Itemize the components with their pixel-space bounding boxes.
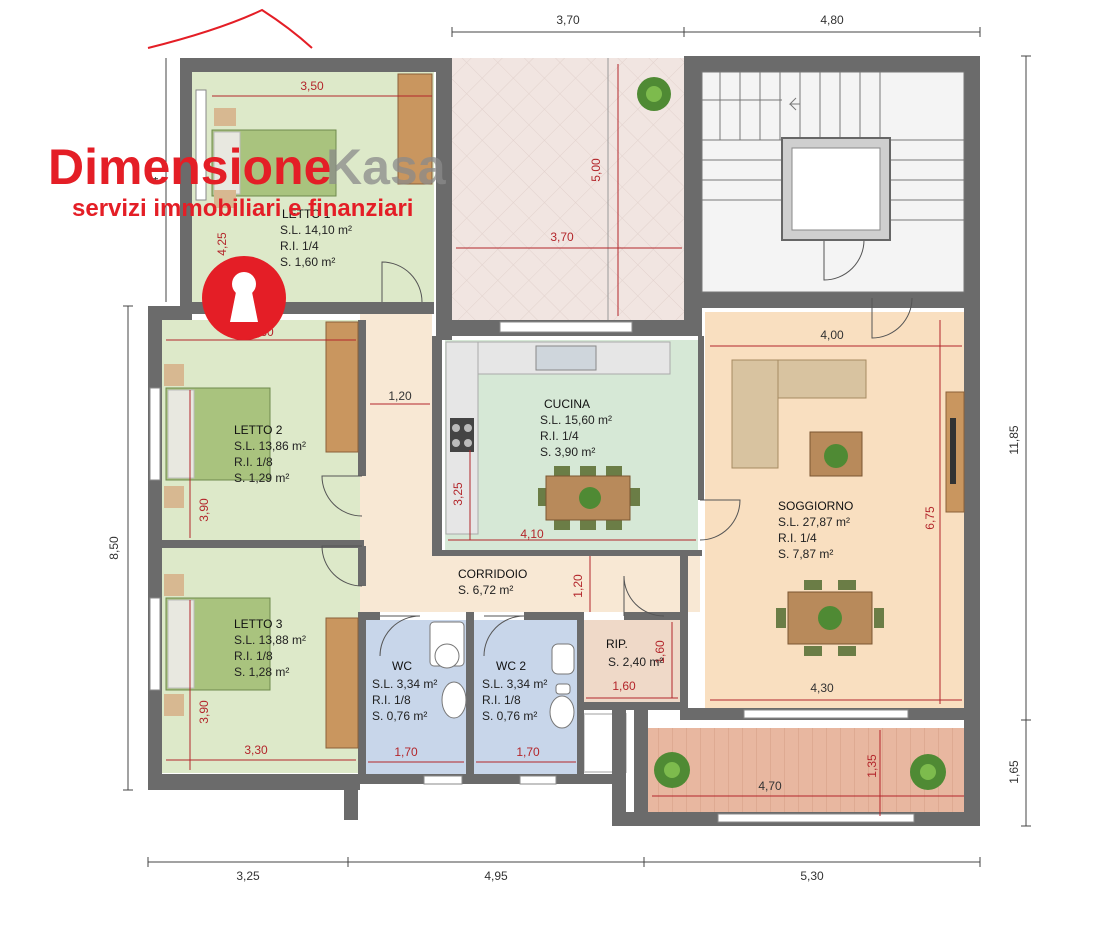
logo-roof-arc [147,8,313,49]
logo-brand-part2: Kasa [326,139,447,195]
cucina-width: 4,10 [520,527,544,541]
letto2-height: 3,90 [197,498,211,522]
windows [149,89,915,823]
cucina-label: CUCINA S.L. 15,60 m² R.I. 1/4 S. 3,90 m² [540,397,612,459]
elevator-icon [781,137,891,241]
cucina-height: 3,25 [451,482,465,506]
letto2-name: LETTO 2 [234,423,283,437]
letto1-label: LETTO 1 S.L. 14,10 m² R.I. 1/4 S. 1,60 m… [280,207,352,269]
dim-right: 11,85 [1007,425,1021,454]
logo-brand-part1: Dimensione [48,139,331,195]
cucina-s: S. 3,90 m² [540,445,595,459]
wc1-width: 1,70 [394,745,418,759]
letto2-ri: R.I. 1/8 [234,455,273,469]
letto3-s: S. 1,28 m² [234,665,289,679]
wc2-ri: R.I. 1/8 [482,693,521,707]
outer-dim-lines [123,27,1031,867]
letto1-height: 4,25 [215,232,229,256]
logo-tagline: servizi immobiliari e finanziari [72,195,413,222]
letto2-label: LETTO 2 S.L. 13,86 m² R.I. 1/8 S. 1,29 m… [234,423,306,485]
balcony-height: 1,35 [865,754,879,778]
balcony-width: 4,70 [758,779,782,793]
rip-floor [584,620,680,702]
letto3-width: 3,30 [244,743,268,757]
internal-dim-lines [166,64,964,816]
corridoio-label: CORRIDOIO S. 6,72 m² [458,567,527,597]
wc1-label: WC S.L. 3,34 m² R.I. 1/8 S. 0,76 m² [372,659,437,723]
bathroom-fixtures [429,621,575,729]
dim-left-upper: 4 [147,176,161,183]
corridoio-s: S. 6,72 m² [458,583,513,597]
soggiorno-width-bottom: 4,30 [810,681,834,695]
corridoio-name: CORRIDOIO [458,567,527,581]
soggiorno-height: 6,75 [923,506,937,530]
letto1-width: 3,50 [300,79,324,93]
brand-logo: Dimensione Kasa servizi immobiliari e fi… [48,8,447,340]
rip-height: 1,60 [653,640,667,664]
keyhole-icon [202,256,286,340]
plant-icon [579,77,946,790]
letto1-furniture [211,73,433,208]
corridoio-width: 1,20 [388,389,412,403]
dim-top-left: 3,70 [556,13,580,27]
doors [321,239,913,657]
letto2-furniture [164,321,359,508]
rip-s: S. 2,40 m² [608,655,663,669]
letto3-height: 3,90 [197,700,211,724]
dim-bottom-mid: 4,95 [484,869,508,883]
dim-bottom-left: 3,25 [236,869,260,883]
letto2-sl: S.L. 13,86 m² [234,439,306,453]
cucina-ri: R.I. 1/4 [540,429,579,443]
wc2-name: WC 2 [496,659,526,673]
staircase-icon [701,71,965,293]
letto3-name: LETTO 3 [234,617,283,631]
letto2-s: S. 1,29 m² [234,471,289,485]
cucina-sl: S.L. 15,60 m² [540,413,612,427]
letto1-s: S. 1,60 m² [280,255,335,269]
rip-label: RIP. S. 2,40 m² [606,637,663,669]
letto3-label: LETTO 3 S.L. 13,88 m² R.I. 1/8 S. 1,28 m… [234,617,306,679]
letto3-sl: S.L. 13,88 m² [234,633,306,647]
soggiorno-ri: R.I. 1/4 [778,531,817,545]
soggiorno-sl: S.L. 27,87 m² [778,515,850,529]
soggiorno-width-top: 4,00 [820,328,844,342]
dim-right-bottom: 1,65 [1007,760,1021,784]
wc1-name: WC [392,659,412,673]
wc2-sl: S.L. 3,34 m² [482,677,547,691]
letto1-sl: S.L. 14,10 m² [280,223,352,237]
dim-top-right: 4,80 [820,13,844,27]
wc2-s: S. 0,76 m² [482,709,537,723]
cucina-name: CUCINA [544,397,590,411]
cucina-furniture [445,341,671,535]
rip-width: 1,60 [612,679,636,693]
wc1-s: S. 0,76 m² [372,709,427,723]
letto3-ri: R.I. 1/8 [234,649,273,663]
wc2-width: 1,70 [516,745,540,759]
soggiorno-label: SOGGIORNO S.L. 27,87 m² R.I. 1/4 S. 7,87… [778,499,853,561]
letto1-name: LETTO 1 [282,207,331,221]
corridoio-floor [360,310,700,612]
wc1-sl: S.L. 3,34 m² [372,677,437,691]
soggiorno-name: SOGGIORNO [778,499,853,513]
soggiorno-s: S. 7,87 m² [778,547,833,561]
dim-left: 8,50 [107,536,121,560]
dim-bottom-right: 5,30 [800,869,824,883]
letto1-ri: R.I. 1/4 [280,239,319,253]
terrace-height: 5,00 [589,158,603,182]
rip-name: RIP. [606,637,628,651]
wc1-ri: R.I. 1/8 [372,693,411,707]
corridoio-height: 1,20 [571,574,585,598]
wc2-label: WC 2 S.L. 3,34 m² R.I. 1/8 S. 0,76 m² [482,659,547,723]
terrace-width: 3,70 [550,230,574,244]
